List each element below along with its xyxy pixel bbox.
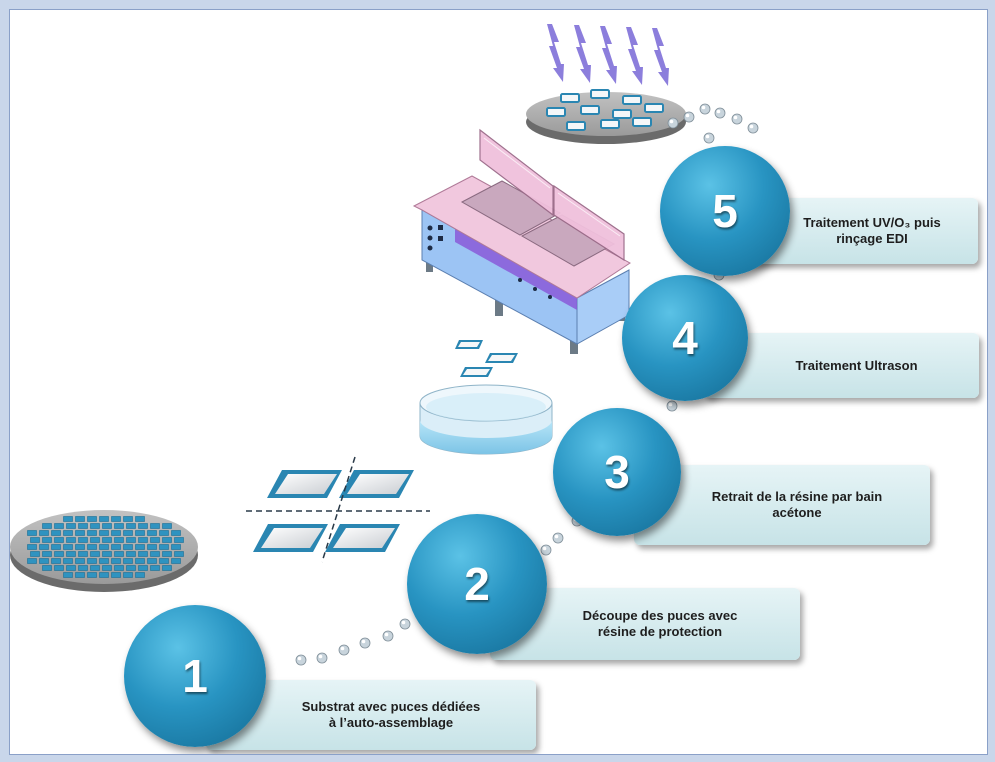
step-4-label: Traitement Ultrason (795, 357, 918, 373)
step-1-label: Substrat avec puces dédiées à l’auto-ass… (301, 699, 481, 730)
step-4-number: 4 (672, 312, 698, 364)
uv-ozone-wafer-icon (526, 24, 686, 144)
step-1-number: 1 (182, 650, 208, 702)
step-3-label-box: Retrait de la résine par bain acétone (634, 465, 930, 545)
step-4-circle: 4 (622, 275, 748, 401)
diced-chips-icon (246, 456, 430, 563)
step-3-circle: 3 (553, 408, 681, 536)
step-5-circle: 5 (660, 146, 790, 276)
wafer-with-chips-icon (10, 510, 198, 592)
step-2-label: Découpe des puces avec résine de protect… (582, 608, 738, 639)
step-5-label: Traitement UV/O₃ puis rinçage EDI (803, 215, 941, 246)
step-5-number: 5 (712, 185, 738, 237)
ultrasonic-bath-icon (412, 128, 631, 354)
acetone-bath-icon (419, 340, 553, 455)
step-2-number: 2 (464, 558, 490, 610)
diagram-canvas: Substrat avec puces dédiées à l’auto-ass… (9, 9, 988, 755)
step-3-label: Retrait de la résine par bain acétone (711, 489, 883, 520)
step-1-circle: 1 (124, 605, 266, 747)
step-2-circle: 2 (407, 514, 547, 654)
step-4-label-box: Traitement Ultrason (704, 333, 979, 398)
step-3-number: 3 (604, 446, 630, 498)
process-illustrations (10, 24, 759, 666)
